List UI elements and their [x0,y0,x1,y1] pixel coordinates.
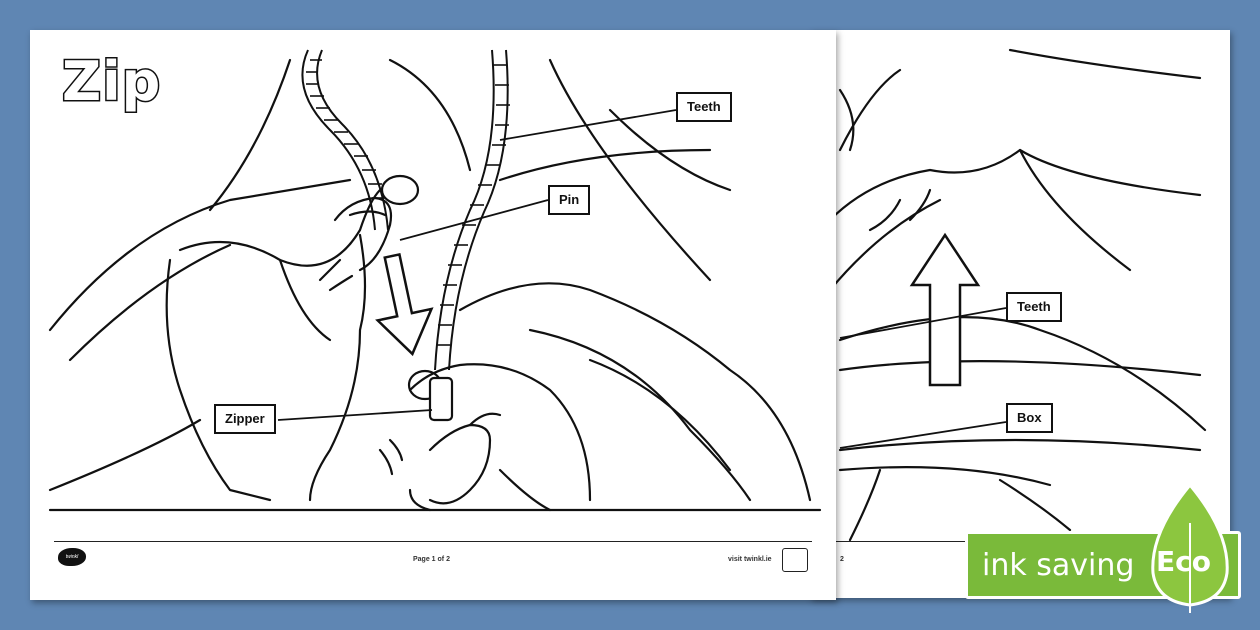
eco-badge: ink saving Eco [965,483,1260,615]
worksheet-page-2: Teeth Box 2 [810,30,1230,598]
zipper-teeth-right [434,49,509,371]
twinkl-logo-icon: twinkl [58,548,86,566]
eco-badge-text: ink saving [982,548,1135,583]
zipper-slider [428,376,454,422]
zipper-teeth-marks-right [436,64,510,346]
up-arrow-icon [909,232,981,387]
worksheet-page-1: Zip Teeth Pin Zipper twinkl Page 1 of 2 … [30,30,836,600]
label-box: Box [1006,403,1053,433]
zip-up-illustration [828,48,1207,542]
eco-label: Eco [1156,545,1211,578]
zipper-teeth-marks-left [306,59,386,199]
page-indicator-back: 2 [840,556,844,563]
page-title: Zip [60,49,162,115]
label-teeth-front: Teeth [676,92,732,122]
website-link[interactable]: visit twinkl.ie [728,556,772,563]
page-indicator: Page 1 of 2 [413,556,450,563]
zipper-teeth-left [301,49,389,231]
down-arrow-icon [375,252,434,357]
footer-divider [54,541,812,542]
leaf-icon [1151,483,1229,613]
label-pin: Pin [548,185,591,215]
label-zipper: Zipper [214,404,276,434]
twinkl-badge-icon [782,548,808,572]
label-teeth-back: Teeth [1006,292,1062,322]
unzip-illustration [48,49,822,512]
